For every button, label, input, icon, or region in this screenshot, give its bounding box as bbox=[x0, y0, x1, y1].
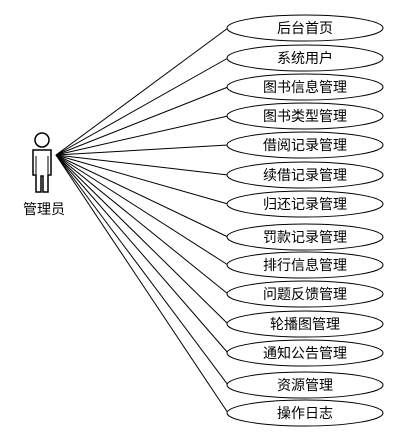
association-lines bbox=[55, 27, 229, 414]
use-case-ellipse bbox=[226, 223, 384, 251]
use-case: 罚款记录管理 bbox=[226, 223, 384, 251]
use-case-label: 续借记录管理 bbox=[263, 167, 347, 184]
use-case-label: 图书信息管理 bbox=[263, 79, 347, 96]
use-case-label: 借阅记录管理 bbox=[263, 138, 347, 154]
use-case: 通知公告管理 bbox=[226, 339, 384, 367]
association-line bbox=[55, 27, 229, 156]
use-case-ellipse bbox=[226, 190, 384, 218]
use-case-label: 排行信息管理 bbox=[263, 257, 347, 274]
use-case-label: 图书类型管理 bbox=[263, 109, 347, 125]
use-case-label: 轮播图管理 bbox=[270, 317, 340, 333]
use-case-ellipse bbox=[226, 280, 384, 308]
use-case-ellipse bbox=[226, 161, 384, 189]
use-case: 后台首页 bbox=[226, 14, 384, 42]
association-line bbox=[55, 154, 229, 354]
actor-body-icon bbox=[32, 149, 52, 193]
use-case-ellipse bbox=[226, 371, 384, 399]
use-case-label: 问题反馈管理 bbox=[263, 287, 347, 303]
use-case-label: 通知公告管理 bbox=[263, 345, 347, 362]
association-line bbox=[55, 154, 229, 414]
association-line bbox=[55, 86, 229, 156]
association-line bbox=[55, 57, 229, 156]
use-case: 图书类型管理 bbox=[226, 102, 384, 130]
use-case-ellipse bbox=[226, 339, 384, 367]
association-line bbox=[55, 154, 229, 205]
association-line bbox=[55, 154, 229, 386]
use-case-label: 归还记录管理 bbox=[263, 196, 347, 213]
use-case-ellipse bbox=[226, 131, 384, 159]
actor-figure bbox=[32, 132, 52, 193]
association-line bbox=[55, 154, 229, 295]
use-case: 操作日志 bbox=[226, 399, 384, 427]
use-case: 借阅记录管理 bbox=[226, 131, 384, 159]
use-case-ellipse bbox=[226, 399, 384, 427]
association-line bbox=[55, 154, 229, 266]
association-line bbox=[55, 115, 229, 156]
actor-label: 管理员 bbox=[23, 202, 65, 218]
use-case-ellipse bbox=[226, 102, 384, 130]
use-case-label: 后台首页 bbox=[277, 21, 333, 37]
use-case-label: 系统用户 bbox=[277, 50, 333, 67]
use-case: 续借记录管理 bbox=[226, 161, 384, 189]
association-line bbox=[55, 154, 229, 238]
use-case: 资源管理 bbox=[226, 371, 384, 399]
use-case-list: 后台首页系统用户图书信息管理图书类型管理借阅记录管理续借记录管理归还记录管理罚款… bbox=[226, 14, 384, 427]
use-case-ellipse bbox=[226, 310, 384, 338]
use-case: 归还记录管理 bbox=[226, 190, 384, 218]
association-line bbox=[55, 154, 229, 325]
association-line bbox=[55, 144, 229, 156]
use-case: 轮播图管理 bbox=[226, 310, 384, 338]
use-case-ellipse bbox=[226, 14, 384, 42]
use-case: 图书信息管理 bbox=[226, 73, 384, 101]
use-case: 排行信息管理 bbox=[226, 251, 384, 279]
use-case-label: 罚款记录管理 bbox=[263, 230, 347, 246]
use-case-ellipse bbox=[226, 73, 384, 101]
use-case-label: 操作日志 bbox=[277, 406, 333, 422]
use-case: 问题反馈管理 bbox=[226, 280, 384, 308]
use-case: 系统用户 bbox=[226, 44, 384, 72]
use-case-label: 资源管理 bbox=[277, 378, 333, 394]
association-line bbox=[55, 154, 229, 176]
actor-head-icon bbox=[34, 132, 50, 148]
use-case-ellipse bbox=[226, 251, 384, 279]
use-case-ellipse bbox=[226, 44, 384, 72]
